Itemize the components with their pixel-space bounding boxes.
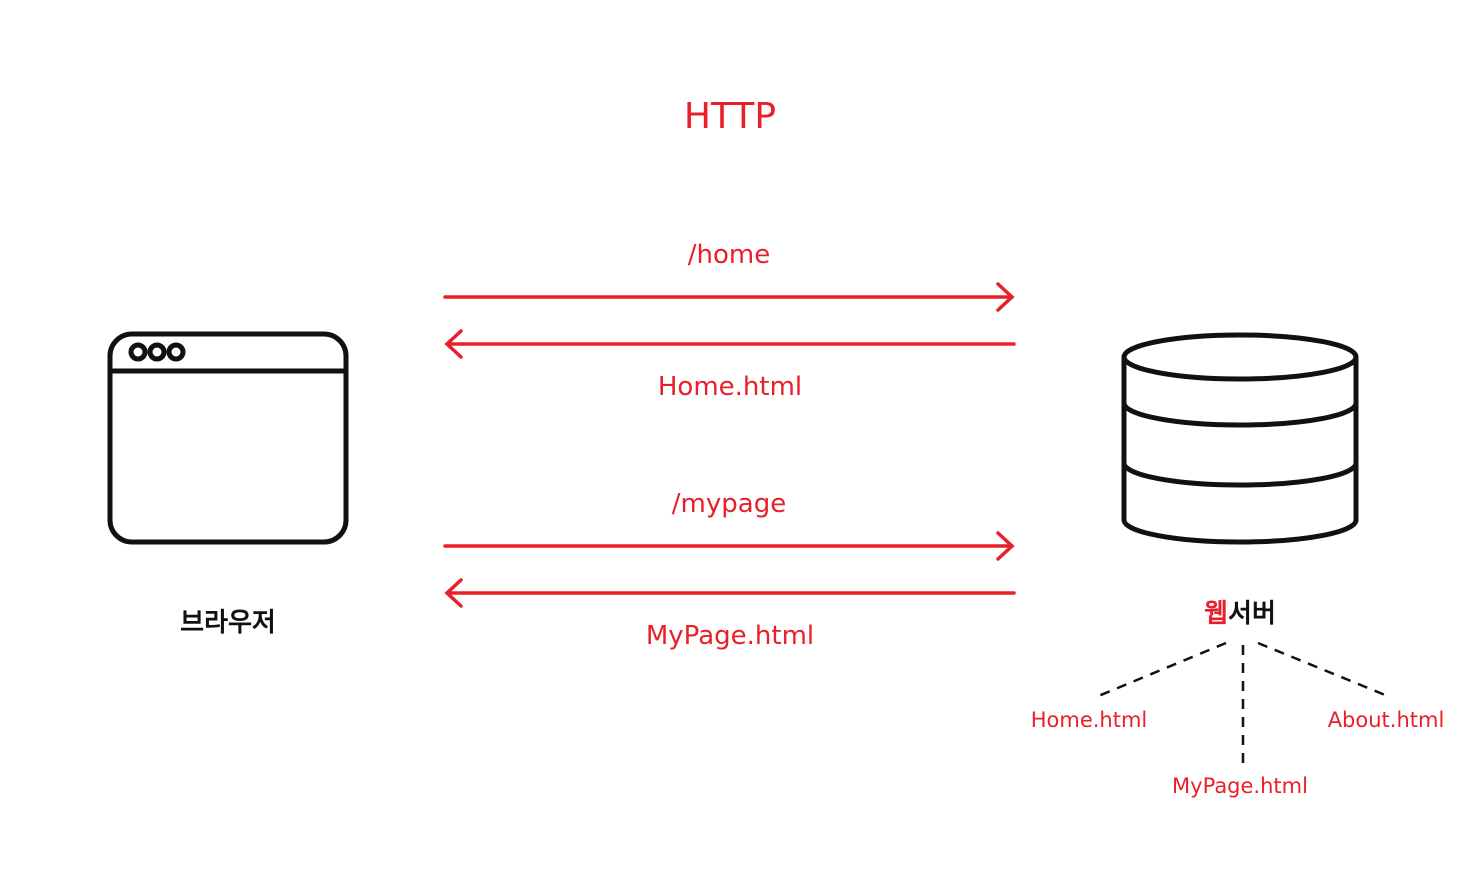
server-file-about: About.html <box>1327 708 1445 732</box>
browser-label: 브라우저 <box>180 608 276 638</box>
server-file-home: Home.html <box>1030 708 1148 732</box>
response-label-home: Home.html <box>657 372 803 402</box>
request-label-home: /home <box>687 240 771 270</box>
web-server-label-rest: 서버 <box>1228 599 1276 629</box>
request-arrow-home <box>443 282 1015 312</box>
request-label-mypage: /mypage <box>671 489 787 519</box>
server-file-mypage: MyPage.html <box>1172 774 1308 798</box>
response-arrow-mypage <box>444 578 1016 608</box>
database-server-icon <box>1121 332 1359 545</box>
response-arrow-home <box>444 329 1016 359</box>
file-connector-lines <box>1095 641 1391 770</box>
web-server-label-highlight: 웹 <box>1204 599 1229 629</box>
diagram-title: HTTP <box>683 96 777 137</box>
browser-window-icon <box>107 331 349 545</box>
response-label-mypage: MyPage.html <box>645 621 815 651</box>
request-arrow-mypage <box>443 531 1015 561</box>
web-server-label: 웹서버 <box>1204 593 1276 630</box>
